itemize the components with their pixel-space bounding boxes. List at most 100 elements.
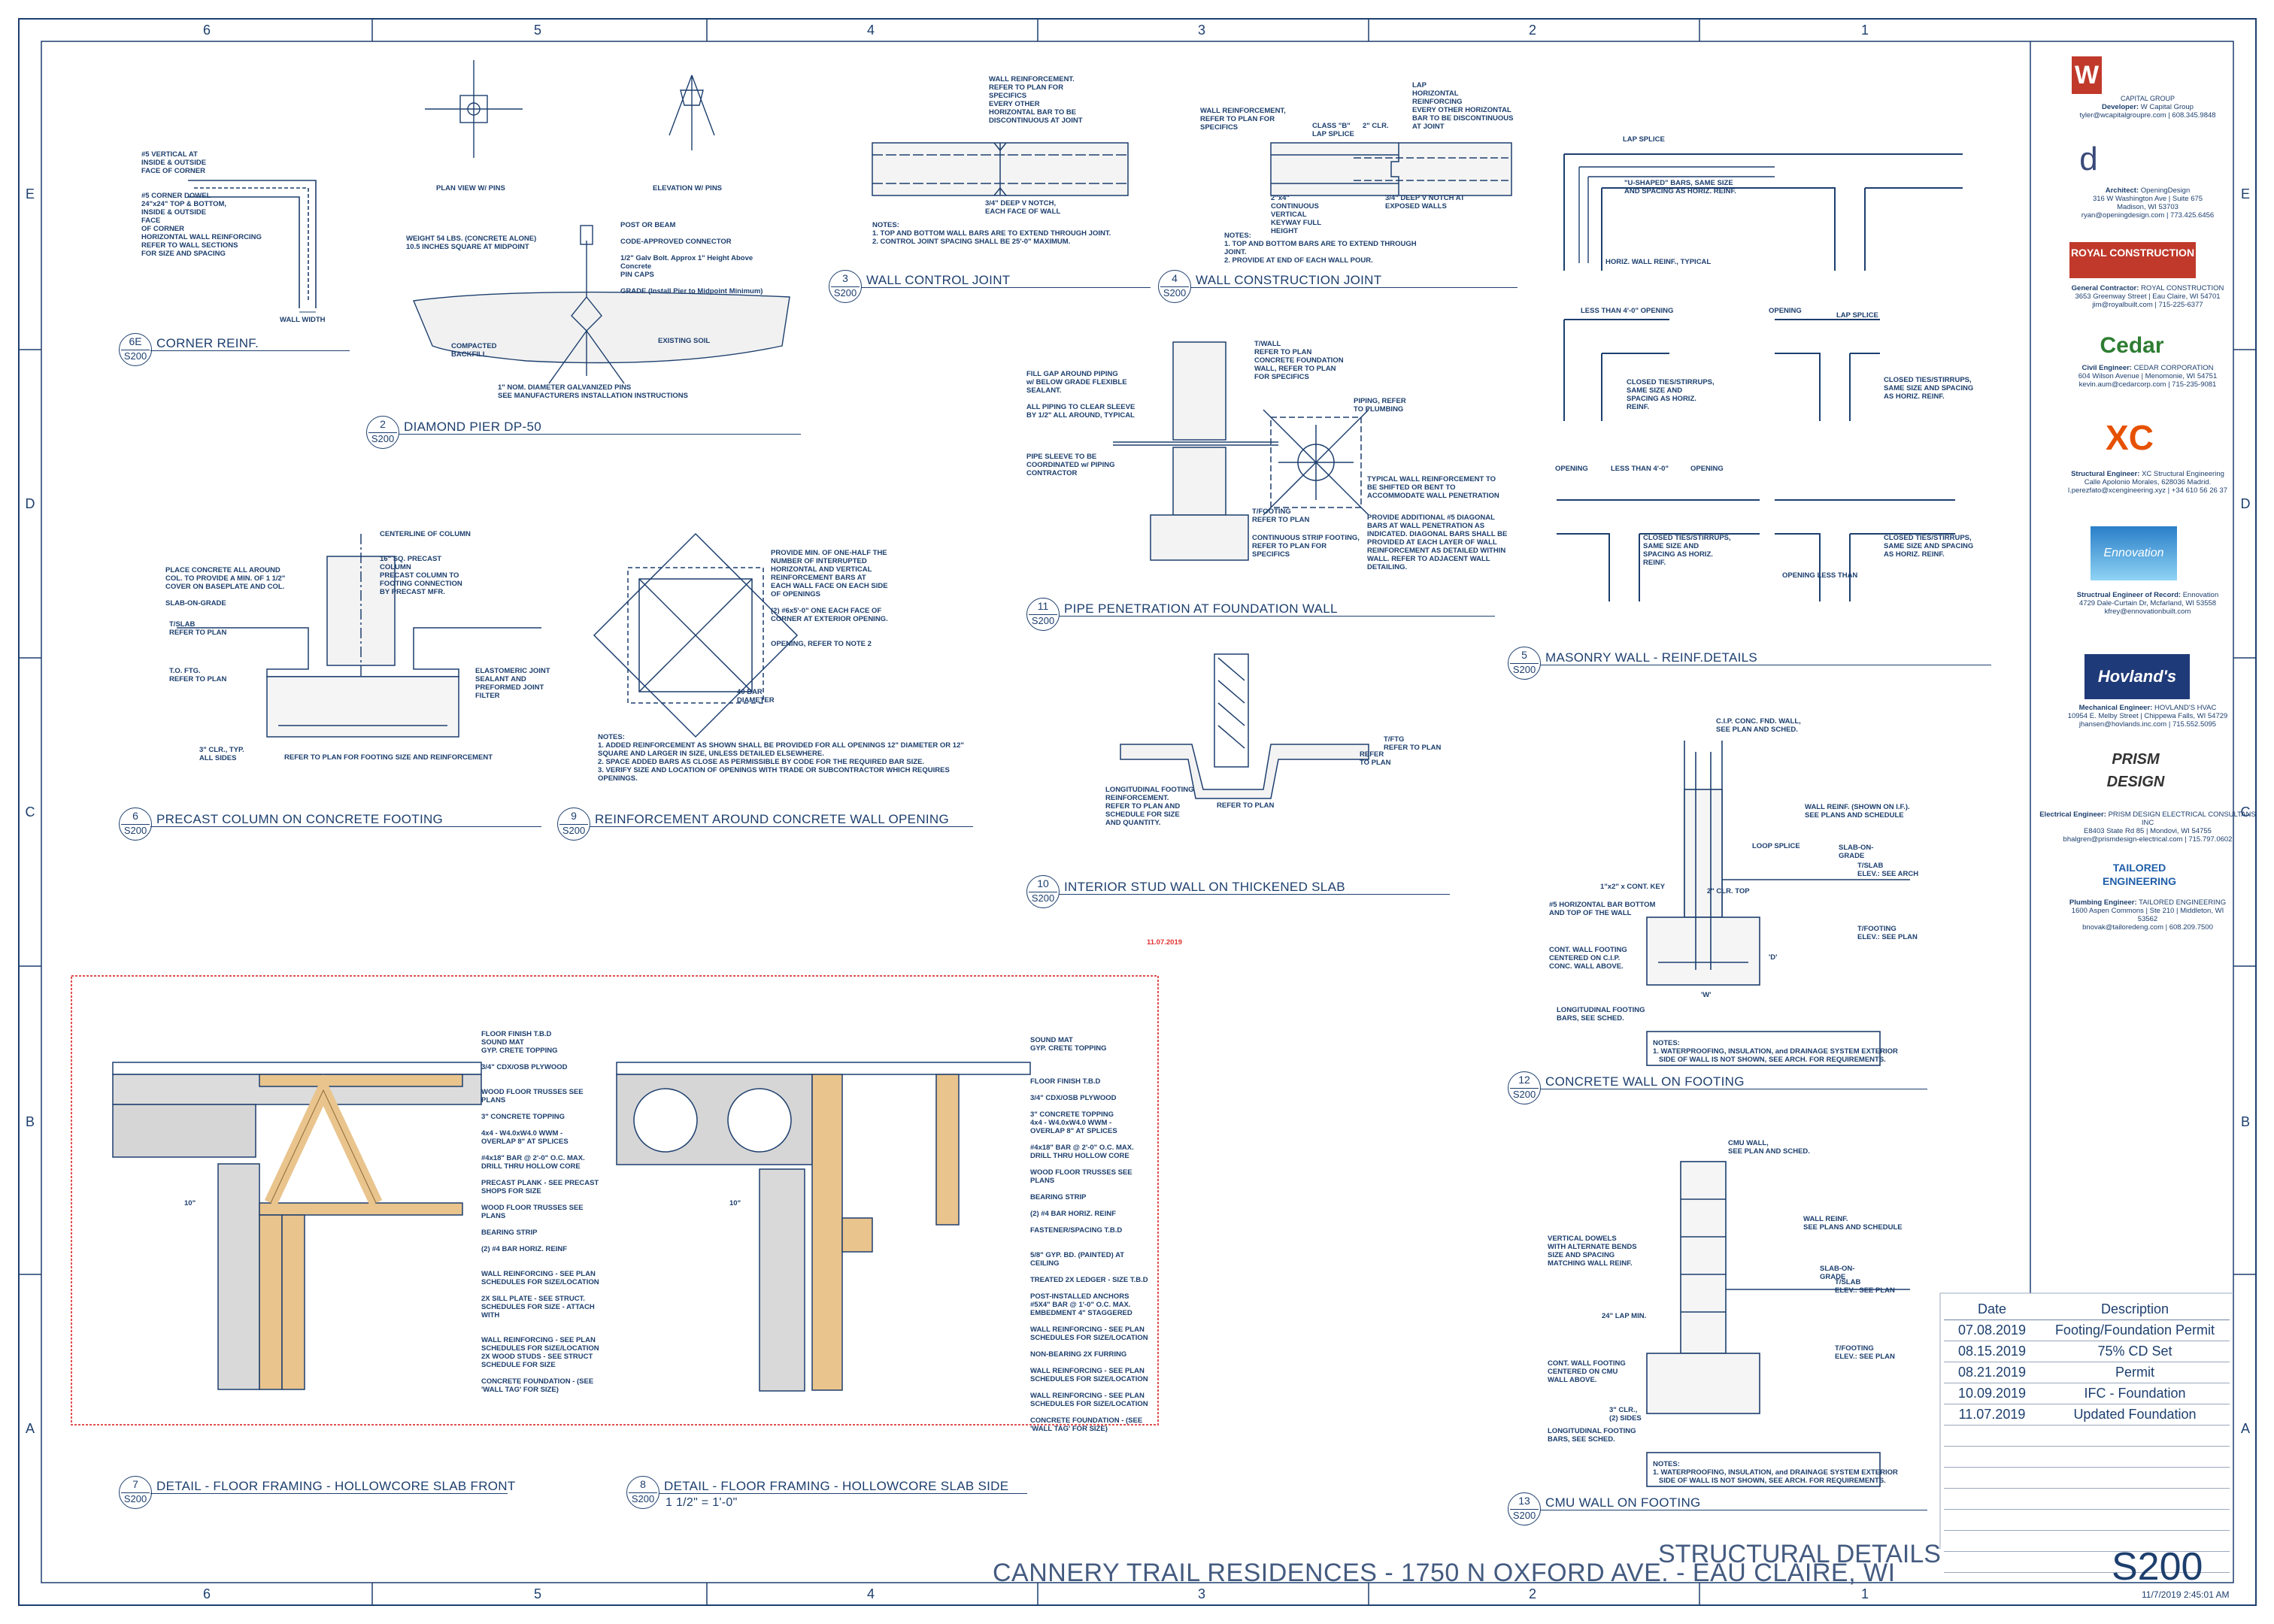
detail-scale: 1 1/2" = 1'-0" [666,1496,738,1509]
note-masonry-lt4: LESS THAN 4'-0" OPENING [1581,307,1674,315]
note-constr-keyway: 2"x4" CONTINUOUS VERTICAL KEYWAY FULL HE… [1271,194,1322,235]
table-row-empty [1944,1467,2230,1489]
detail-sheet: S200 [123,350,147,362]
detail-title-underline [150,350,350,351]
consultant-name: CEDAR CORPORATION [2133,364,2214,372]
detail-title-concrete-wall-on-footing: CONCRETE WALL ON FOOTING [1545,1074,1745,1089]
consultant-mechanical-engineer: Mechanical Engineer: HOVLAND'S HVAC 1095… [2035,704,2260,729]
consultant-role: Developer: [2102,103,2139,111]
note-cmu-clr: 3" CLR., (2) SIDES [1609,1406,1642,1423]
note-masonry-closed-2: CLOSED TIES/STIRRUPS, SAME SIZE AND SPAC… [1884,376,1974,401]
detail-sheet: S200 [123,1493,147,1504]
revision-date: 10.09.2019 [1944,1383,2040,1404]
grid-col-6-top: 6 [202,23,211,38]
note-pier-soil: EXISTING SOIL [658,337,711,345]
note-pier-elevation: ELEVATION W/ PINS [653,184,723,192]
detail-bubble-2[interactable]: 2 S200 [366,416,399,449]
logo-hovlands-icon: Hovland's [2084,654,2190,699]
detail-title-underline [150,826,541,827]
consultant-role: Plumbing Engineer: [2069,898,2137,907]
note-masonry-opening-1: OPENING [1769,307,1802,315]
note-precast-refer: REFER TO PLAN FOR FOOTING SIZE AND REINF… [284,753,493,762]
detail-bubble-5[interactable]: 5 S200 [1508,647,1541,680]
logo-ennovation-icon: Ennovation [2091,526,2177,580]
detail-number: 7 [132,1478,138,1490]
detail-bubble-3[interactable]: 3 S200 [829,270,862,303]
note-masonry-u: "U-SHAPED" BARS, SAME SIZE AND SPACING A… [1624,179,1736,195]
detail-bubble-7[interactable]: 7 S200 [119,1476,152,1509]
grid-row-b-right: B [2240,1114,2250,1129]
detail-sheet: S200 [1512,1510,1536,1521]
detail-title-wall-construction-joint: WALL CONSTRUCTION JOINT [1196,273,1382,287]
note-masonry-lap-1: LAP SPLICE [1623,135,1665,144]
detail-title-underline [150,1493,508,1494]
consultant-general-contractor: General Contractor: ROYAL CONSTRUCTION 3… [2035,284,2260,309]
grid-row-a-right: A [2240,1421,2250,1436]
detail-bubble-9[interactable]: 9 S200 [557,807,590,841]
consultant-contact: ryan@openingdesign.com | 773.425.6456 [2081,211,2215,220]
detail-bubble-4[interactable]: 4 S200 [1158,270,1191,303]
grid-row-c-left: C [25,804,35,820]
note-masonry-closed-1: CLOSED TIES/STIRRUPS, SAME SIZE AND SPAC… [1627,378,1715,411]
consultant-contact: kevin.aum@cedarcorp.com | 715-235-9081 [2078,380,2217,389]
detail-bubble-10[interactable]: 10 S200 [1026,875,1060,908]
grid-row-c-right: C [2240,804,2251,820]
detail-bubble-13[interactable]: 13 S200 [1508,1492,1541,1526]
note-constr-left: WALL REINFORCEMENT, REFER TO PLAN FOR SP… [1200,107,1286,132]
grid-col-4-top: 4 [866,23,875,38]
detail-bubble-6e[interactable]: 6E S200 [119,333,152,366]
note-opening-notes: NOTES: 1. ADDED REINFORCEMENT AS SHOWN S… [598,733,964,783]
detail-number: 12 [1518,1074,1530,1086]
logo-text: CAPITAL GROUP [2120,95,2175,102]
note-precast-left: PLACE CONCRETE ALL AROUND COL. TO PROVID… [165,566,286,607]
note-cw-long: LONGITUDINAL FOOTING BARS, SEE SCHED. [1557,1006,1645,1023]
sheet-title: STRUCTURAL DETAILS [1658,1540,1941,1568]
logo-tailored-engineering-icon: TAILORED ENGINEERING [2102,862,2176,887]
detail-sheet: S200 [123,825,147,836]
consultant-name: PRISM DESIGN ELECTRICAL CONSULTANS INC [2108,810,2256,827]
note-masonry-opening-3: OPENING [1690,465,1724,473]
detail-bubble-6[interactable]: 6 S200 [119,807,152,841]
detail-bubble-12[interactable]: 12 S200 [1508,1071,1541,1104]
detail-bubble-8[interactable]: 8 S200 [626,1476,659,1509]
consultant-role: Electrical Engineer: [2039,810,2106,819]
note-masonry-closed-4: CLOSED TIES/STIRRUPS, SAME SIZE AND SPAC… [1884,534,1974,559]
detail-sheet: S200 [1512,664,1536,675]
note-cw-notes: NOTES: 1. WATERPROOFING, INSULATION, and… [1653,1039,1898,1064]
note-control-joint: WALL REINFORCEMENT. REFER TO PLAN FOR SP… [989,75,1083,125]
consultant-address: E8403 State Rd 85 | Mondovi, WI 54755 [2084,827,2212,835]
detail-title-hollowcore-side: DETAIL - FLOOR FRAMING - HOLLOWCORE SLAB… [664,1479,1009,1493]
revision-cloud-tag: 11.07.2019 [1147,938,1183,947]
note-cmu-tslab: T/SLAB ELEV.: SEE PLAN [1835,1278,1895,1295]
detail-bubble-11[interactable]: 11 S200 [1026,598,1060,631]
detail-sheet: S200 [562,825,586,836]
detail-title-opening-reinf: REINFORCEMENT AROUND CONCRETE WALL OPENI… [595,812,950,826]
detail-number: 9 [571,810,577,822]
detail-title-underline [1059,616,1495,617]
note-corner-reinf: #5 VERTICAL AT INSIDE & OUTSIDE FACE OF … [141,150,262,258]
detail-title-underline [590,826,973,827]
grid-row-d-right: D [2240,496,2251,511]
consultant-developer: CAPITAL GROUP Developer: W Capital Group… [2035,95,2260,120]
note-pier-backfill: COMPACTED BACKFILL [451,342,497,359]
note-pipe-left: FILL GAP AROUND PIPING w/ BELOW GRADE FL… [1026,370,1135,477]
detail-title-underline [1059,894,1450,895]
logo-openingdesign-icon: d [2079,141,2098,177]
logo-royal-construction-icon: ROYAL CONSTRUCTION [2069,242,2196,278]
detail-number: 6E [129,335,142,347]
note-pier-callouts: POST OR BEAM CODE-APPROVED CONNECTOR 1/2… [620,221,763,295]
consultant-contact: tyler@wcapitalgroupre.com | 608.345.9848 [2079,111,2216,120]
consultant-name: HOVLAND'S HVAC [2154,704,2217,712]
note-precast-tslab: T/SLAB REFER TO PLAN [169,620,227,637]
consultant-address: 4729 Dale-Curtain Dr, Mcfarland, WI 5355… [2078,599,2217,607]
grid-col-5-bottom: 5 [533,1586,541,1601]
grid-col-1-bottom: 1 [1860,1586,1869,1601]
detail-title-interior-stud-wall: INTERIOR STUD WALL ON THICKENED SLAB [1064,880,1345,894]
note-cw-w: 'W' [1701,991,1712,999]
note-cw-key: 1"x2" x CONT. KEY [1600,883,1666,891]
consultant-role: Structural Engineer: [2071,470,2140,478]
grid-row-d-left: D [25,496,35,511]
note-cmu-notes: NOTES: 1. WATERPROOFING, INSULATION, and… [1653,1460,1898,1485]
note-pier-plan: PLAN VIEW W/ PINS [436,184,505,192]
